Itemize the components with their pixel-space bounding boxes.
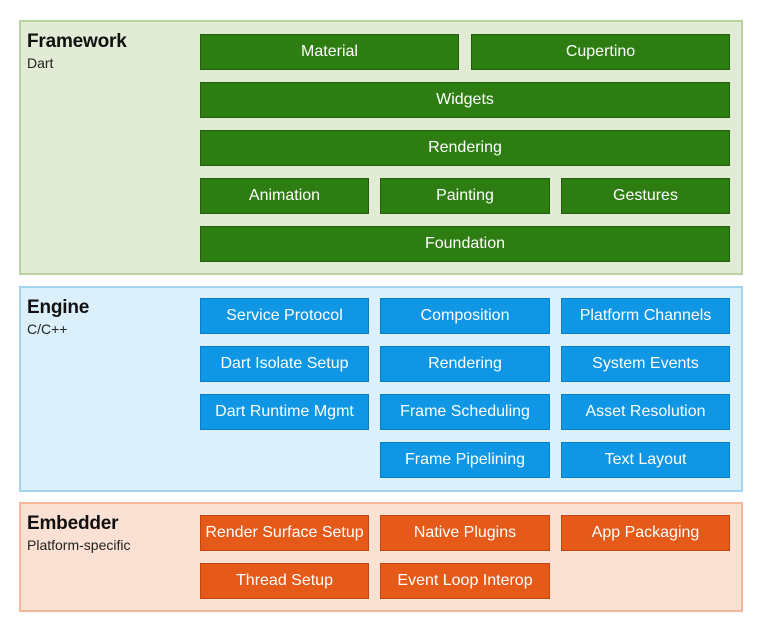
engine-box-system-events: System Events (561, 346, 730, 382)
engine-subtitle: C/C++ (27, 321, 68, 337)
engine-box-service-protocol: Service Protocol (200, 298, 369, 334)
framework-box-painting: Painting (380, 178, 550, 214)
framework-box-rendering: Rendering (200, 130, 730, 166)
engine-box-platform-channels: Platform Channels (561, 298, 730, 334)
embedder-box-native-plugins: Native Plugins (380, 515, 550, 551)
embedder-title: Embedder (27, 513, 119, 534)
engine-box-rendering: Rendering (380, 346, 550, 382)
framework-title: Framework (27, 31, 127, 52)
embedder-subtitle: Platform-specific (27, 537, 131, 553)
framework-box-material: Material (200, 34, 459, 70)
framework-box-cupertino: Cupertino (471, 34, 730, 70)
framework-box-widgets: Widgets (200, 82, 730, 118)
engine-box-composition: Composition (380, 298, 550, 334)
framework-box-foundation: Foundation (200, 226, 730, 262)
embedder-box-app-packaging: App Packaging (561, 515, 730, 551)
engine-box-text-layout: Text Layout (561, 442, 730, 478)
engine-box-frame-scheduling: Frame Scheduling (380, 394, 550, 430)
embedder-box-render-surface-setup: Render Surface Setup (200, 515, 369, 551)
engine-box-dart-runtime-mgmt: Dart Runtime Mgmt (200, 394, 369, 430)
framework-subtitle: Dart (27, 55, 54, 71)
framework-box-gestures: Gestures (561, 178, 730, 214)
embedder-box-event-loop-interop: Event Loop Interop (380, 563, 550, 599)
engine-box-dart-isolate-setup: Dart Isolate Setup (200, 346, 369, 382)
framework-box-animation: Animation (200, 178, 369, 214)
engine-title: Engine (27, 297, 90, 318)
engine-box-frame-pipelining: Frame Pipelining (380, 442, 550, 478)
engine-box-asset-resolution: Asset Resolution (561, 394, 730, 430)
embedder-box-thread-setup: Thread Setup (200, 563, 369, 599)
